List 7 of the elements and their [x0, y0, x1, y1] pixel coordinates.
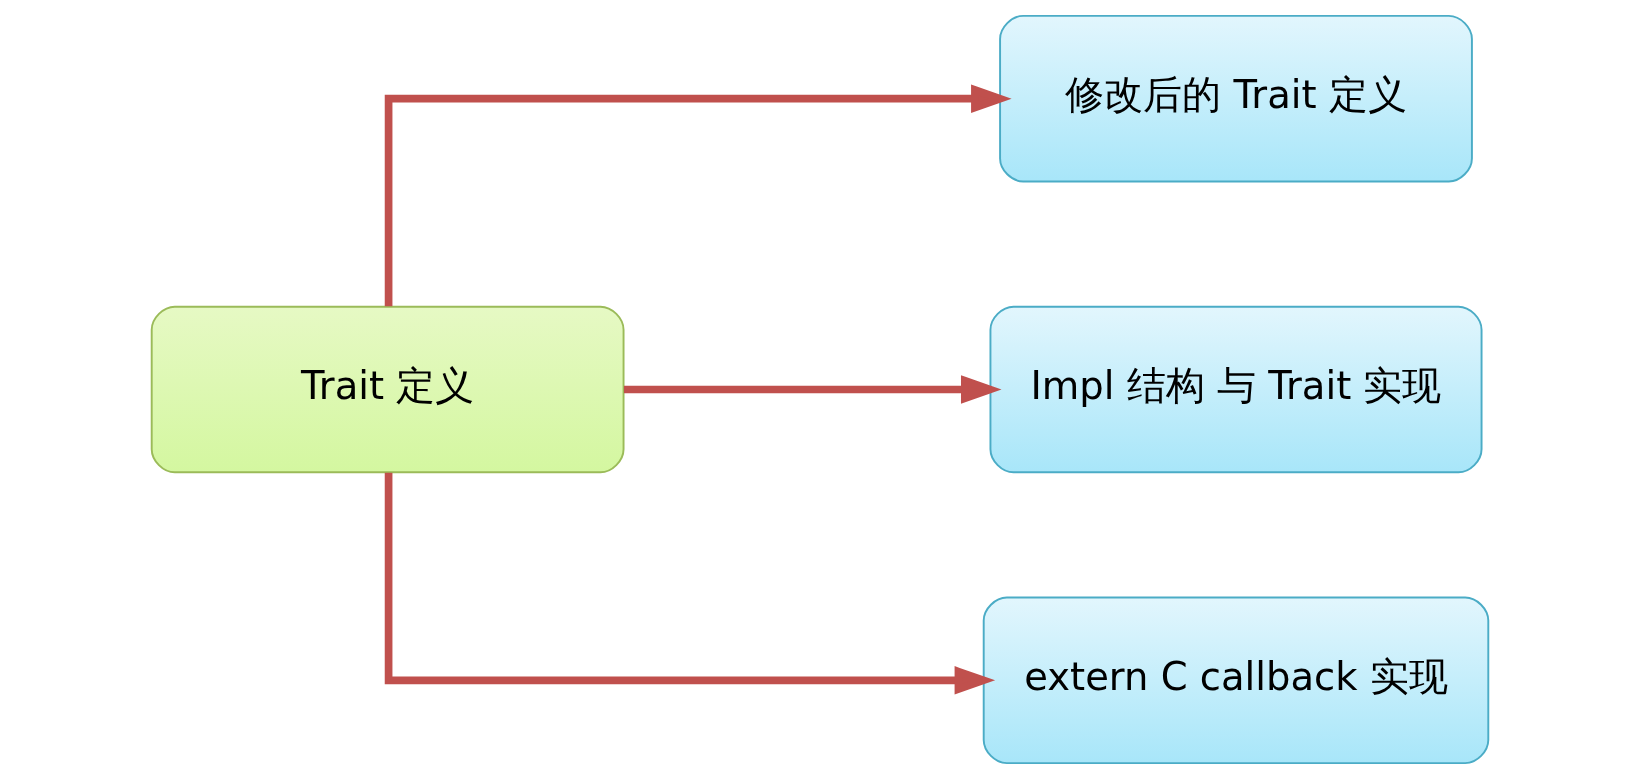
node-box: 修改后的 Trait 定义 [998, 14, 1473, 183]
node-box: extern C callback 实现 [982, 596, 1489, 765]
arrow [384, 472, 995, 695]
arrow [623, 375, 1002, 404]
arrow [384, 84, 1012, 307]
node-box: Trait 定义 [150, 305, 625, 474]
node-box: Impl 结构 与 Trait 实现 [988, 305, 1483, 474]
